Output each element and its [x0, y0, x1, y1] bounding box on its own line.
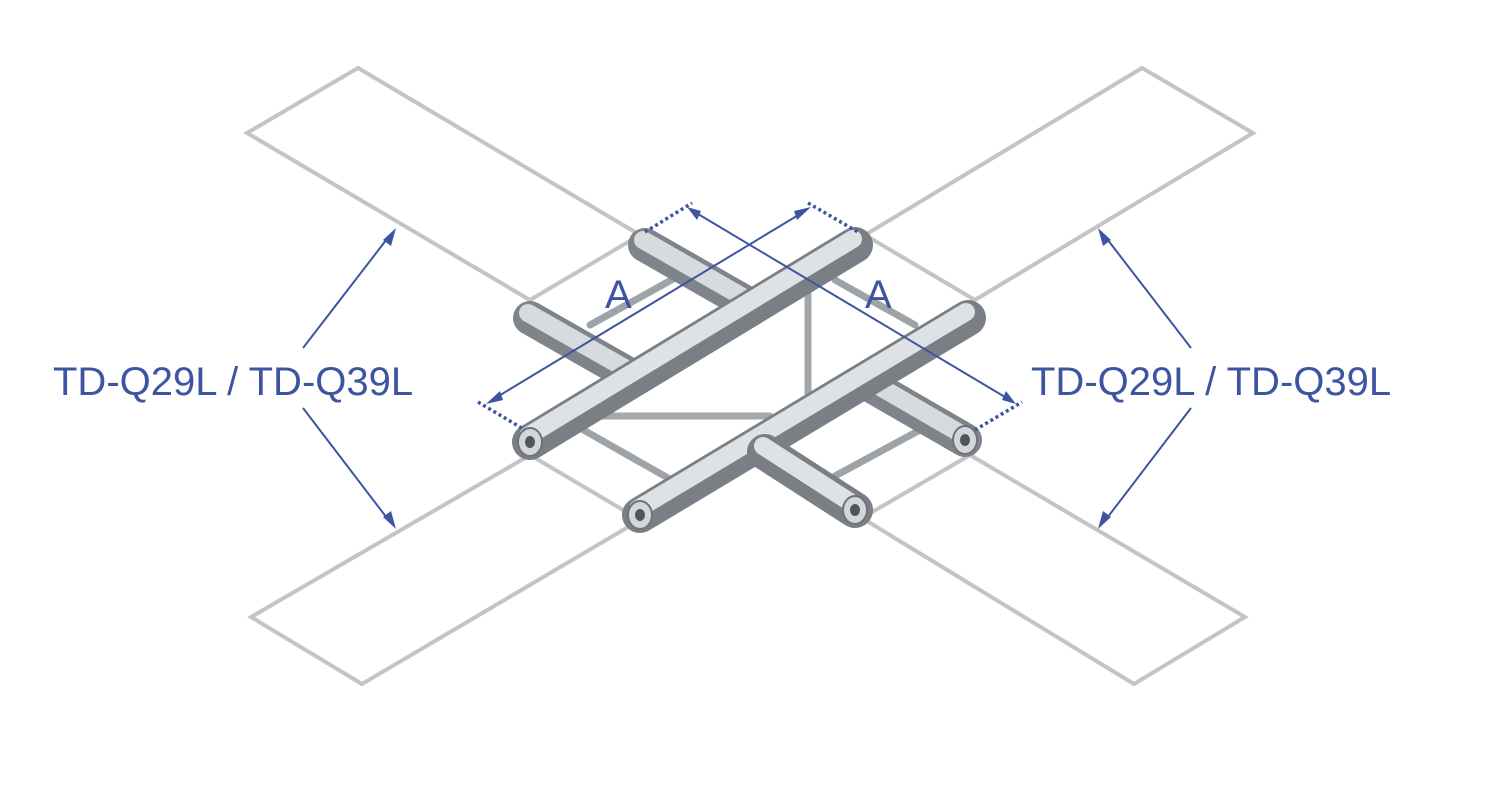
right-model-pointer-up	[1103, 234, 1192, 349]
left-model-pointer-down-arrowhead	[383, 511, 396, 529]
left-model-pointer-up	[302, 234, 391, 349]
truss-outline-top-left	[243, 65, 644, 303]
dimension-a-right-label: A	[865, 273, 892, 317]
dimension-a-left-arrowhead-start	[486, 391, 503, 404]
truss-outline-bottom-left	[247, 452, 644, 687]
dimension-a-right-arrowhead-start	[687, 207, 701, 220]
left-model-pointer-down	[302, 407, 391, 523]
extension-line-right	[974, 400, 1023, 432]
chord-stub-back-left-hl	[634, 231, 757, 309]
left-model-label: TD-Q29L / TD-Q39L	[53, 360, 413, 404]
chord-stub-mid-left-hl	[519, 304, 637, 379]
right-model-pointer-down-arrowhead	[1098, 511, 1111, 529]
truss-braces	[576, 274, 924, 482]
cross-junction-truss	[512, 227, 986, 533]
tube-end-left-hole	[525, 436, 535, 448]
truss-outline-bottom-right	[858, 452, 1249, 687]
dimension-a-right-arrowhead-end	[1002, 391, 1016, 404]
tube-end-caps	[517, 425, 978, 530]
chord-stub-front-right-hl	[754, 437, 862, 513]
right-model-pointer-down	[1103, 407, 1192, 523]
extension-line-top-right	[807, 201, 859, 234]
chord-main-upper-hl	[519, 230, 862, 445]
right-model-pointer-up-arrowhead	[1098, 228, 1111, 246]
extension-line-left	[477, 400, 526, 432]
text-labels: TD-Q29L / TD-Q39L TD-Q29L / TD-Q39L A A	[53, 273, 1391, 404]
left-model-pointer-up-arrowhead	[383, 228, 396, 246]
truss-outline-top-right	[861, 65, 1257, 303]
tube-end-front-left-hole	[635, 509, 645, 521]
tube-end-front-right-hole	[850, 504, 860, 516]
brace-top-right	[831, 276, 919, 329]
chord-main-lower-hl	[629, 303, 975, 518]
extension-line-top-left	[644, 201, 693, 234]
tube-end-right-hole	[960, 434, 970, 446]
truss-main-chords	[512, 227, 986, 533]
brace-top-left	[586, 274, 679, 329]
dimension-a-right-line	[692, 210, 1011, 401]
brace-bottom-right	[831, 426, 924, 480]
dimension-a-left-label: A	[605, 273, 632, 317]
right-model-label: TD-Q29L / TD-Q39L	[1031, 360, 1391, 404]
dimension-a-left-line	[491, 210, 806, 401]
dimension-a-left-arrowhead-end	[794, 207, 811, 220]
dimension-annotations	[302, 201, 1192, 529]
brace-bottom-left	[576, 424, 672, 482]
